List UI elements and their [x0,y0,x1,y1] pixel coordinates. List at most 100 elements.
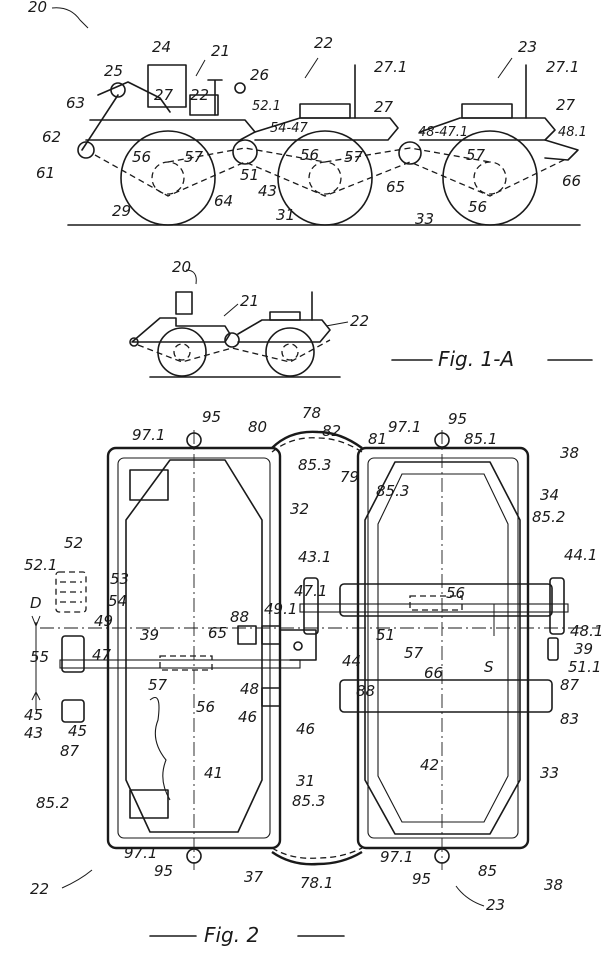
label-95-d: 95 [412,870,431,888]
leader-20 [51,7,89,29]
fig1a-small-view: 20 21 22 Fig. 1-A [129,258,593,378]
label-56-a: 56 [446,584,465,602]
label-78-1: 78.1 [300,874,333,892]
pin-48 [293,641,303,651]
label-27-1-a: 27.1 [374,58,407,76]
label-78: 78 [302,404,321,422]
label-66: 66 [424,664,443,682]
wheel-1a-b [265,327,315,377]
label-95-b: 95 [448,410,467,428]
label-47: 47 [92,646,112,664]
body-22 [254,117,399,141]
hub-56-33 [473,161,507,195]
label-51: 51 [240,166,259,184]
roller-1a [224,332,240,348]
wheel-26 [234,82,246,94]
label-62: 62 [42,128,61,146]
label-38-b: 38 [544,876,563,894]
chain-78-inner [271,437,363,453]
label-43: 43 [258,182,277,200]
bolt-95-d [434,848,450,864]
label-38-a: 38 [560,444,579,462]
chain-78-1-inner [271,847,363,859]
tail-48-1 [544,139,579,161]
leader-22 [61,869,93,889]
label-80: 80 [248,418,267,436]
wheel-1a-a [157,327,207,377]
label-48: 48 [240,680,259,698]
label-27-1-b: 27.1 [546,58,579,76]
hitch-1a [129,337,139,347]
label-56-b: 56 [196,698,215,716]
label-64: 64 [214,192,233,210]
label-57-b: 57 [148,676,168,694]
label-97-1-b: 97.1 [388,418,421,436]
bolt-95-b [434,432,450,448]
label-56-c: 56 [468,198,487,216]
leader-23 [455,885,485,907]
label-45-b: 45 [68,722,87,740]
label-22: 22 [314,34,333,52]
frame-21 [85,119,256,141]
label-85-2-a: 85.2 [532,508,565,526]
label-43-1: 43.1 [298,548,331,566]
label-85-2-b: 85.2 [36,794,69,812]
label-79: 79 [340,468,359,486]
label-49-1: 49.1 [264,600,297,618]
label-54: 54 [108,592,127,610]
label-83: 83 [560,710,579,728]
label-1a-20: 20 [172,258,191,276]
label-33: 33 [415,210,434,228]
leader-1a-20 [185,269,197,285]
label-85: 85 [478,862,497,880]
seat-27-23 [461,103,513,119]
label-88-b: 88 [356,682,375,700]
label-31: 31 [296,772,315,790]
label-46-a: 46 [238,708,257,726]
label-22: 22 [30,880,49,898]
chain-78-1 [271,850,363,866]
break-line [149,696,171,801]
label-65: 65 [386,178,405,196]
label-85-3-b: 85.3 [376,482,409,500]
body-42-inner [377,473,509,823]
label-87-a: 87 [560,676,580,694]
bearing-55 [61,635,85,673]
label-57-c: 57 [466,146,486,164]
roller-48 [398,141,422,165]
hub-1a-b [281,343,299,361]
label-53: 53 [110,570,129,588]
label-26: 26 [250,66,269,84]
wheel-33 [442,130,538,226]
label-57-a: 57 [184,148,204,166]
chain-64-66 [94,154,569,197]
label-48-47-1: 48-47.1 [418,125,468,140]
coupling-52 [55,571,87,613]
label-63: 63 [66,94,85,112]
bolt-95-c [186,848,202,864]
label-1a-22: 22 [350,312,369,330]
wheel-29 [120,130,216,226]
label-97-1-c: 97.1 [124,844,157,862]
fig1-side-view: 20 24 21 22 23 25 26 27 22 27.1 27.1 27 … [28,0,587,228]
chain-78 [271,430,363,449]
caption-fig1a: Fig. 1-A [438,347,514,371]
label-61: 61 [36,164,55,182]
crossbar-upper-23 [339,583,553,617]
label-48-1: 48.1 [570,622,603,640]
label-23: 23 [486,896,505,914]
label-41: 41 [204,764,223,782]
hitch-61 [77,141,95,159]
body-41 [125,459,263,833]
hub-56-31 [308,161,342,195]
label-20: 20 [28,0,47,16]
label-52: 52 [64,534,83,552]
engine-1a [175,291,193,315]
dimension-D-arrow-top [31,615,41,628]
dimension-D-arrow-bottom [31,690,41,701]
label-22-b: 22 [190,86,209,104]
block-65 [237,625,257,645]
label-21: 21 [211,42,230,60]
label-1a-21: 21 [240,292,259,310]
